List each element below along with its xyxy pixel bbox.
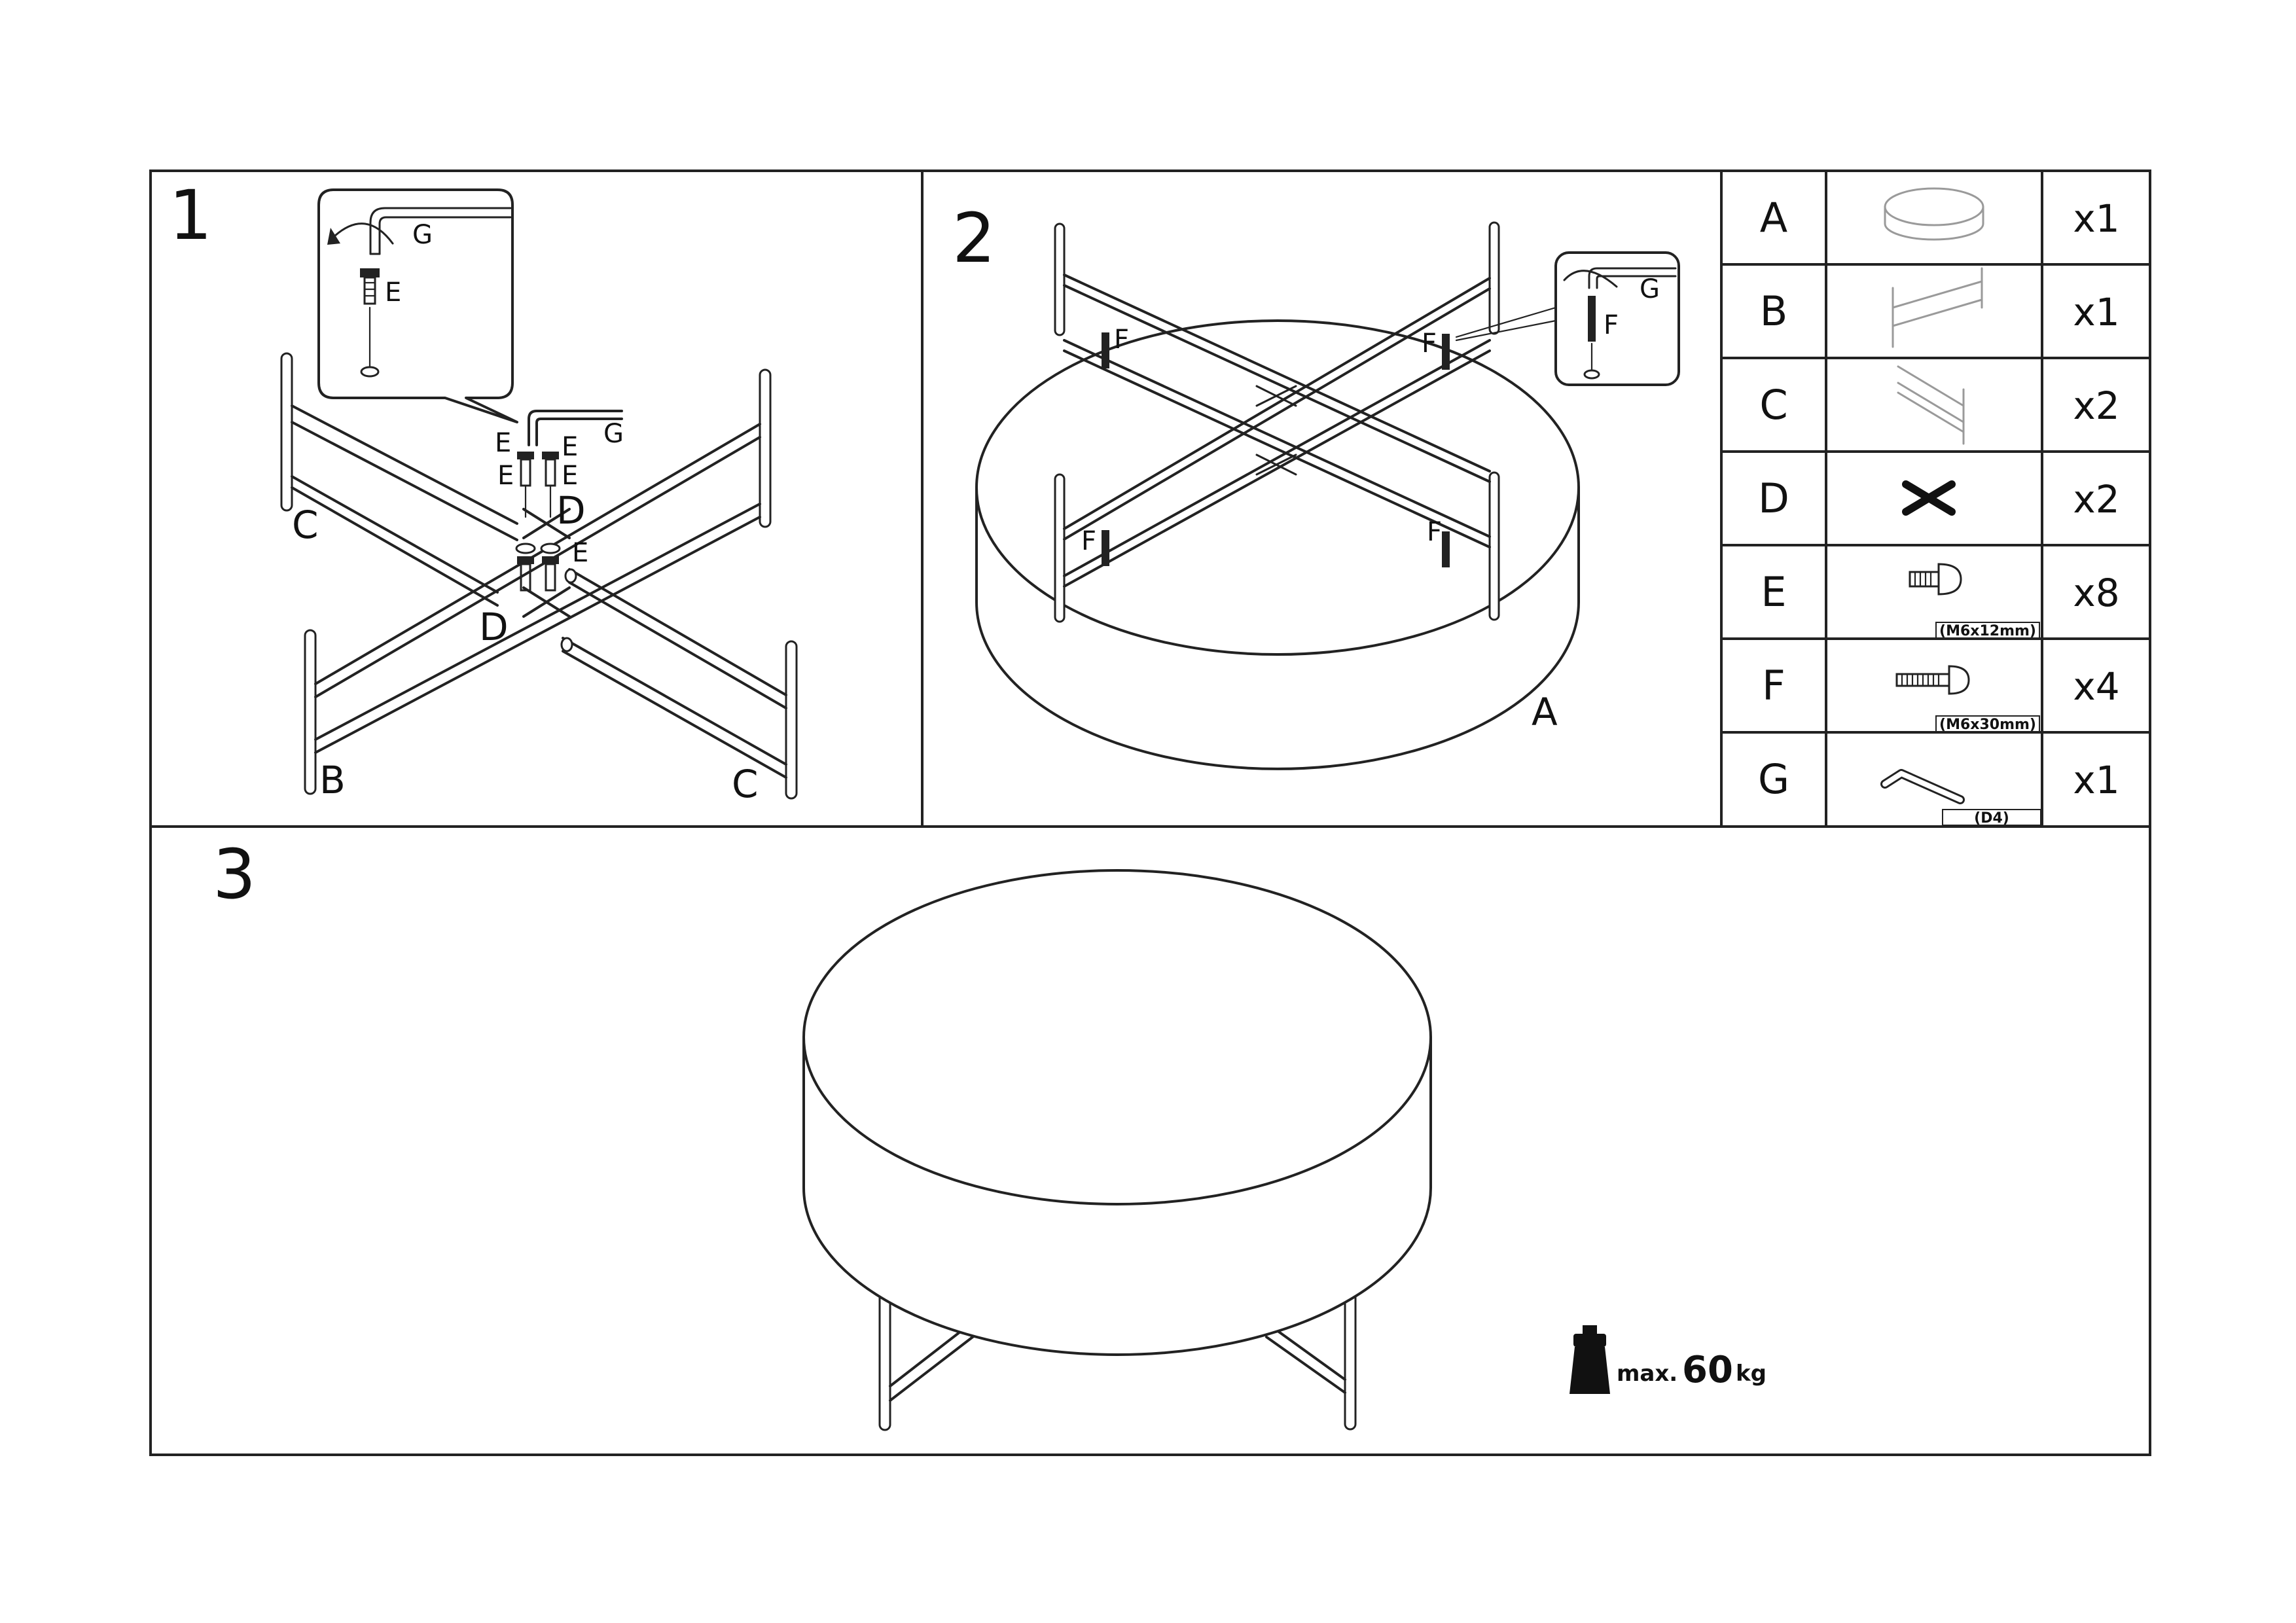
leg-frame (280, 352, 798, 800)
parts-row-g: G (D4) x1 (1758, 755, 2120, 827)
parts-row-a: A x1 (1760, 187, 2120, 241)
max-load-value: 60 (1682, 1349, 1733, 1391)
part-letter: F (1762, 662, 1785, 709)
panel-frame (149, 169, 2151, 1456)
part-quantity: x1 (2073, 290, 2119, 334)
label-g: G (412, 220, 433, 250)
hole-icon (360, 366, 380, 378)
label-e: E (495, 428, 511, 458)
bolt-stack-e (515, 452, 561, 592)
step-3-panel: 3 max. 60 kg (213, 834, 1767, 1431)
bolt-f-icon (1588, 296, 1596, 342)
label-e: E (562, 461, 578, 491)
round-tabletop-icon (1884, 187, 1984, 241)
part-letter: D (1758, 474, 1789, 522)
weight-icon (1570, 1325, 1610, 1394)
cross-connector-icon (1902, 480, 1956, 516)
allen-key-icon (1588, 267, 1677, 289)
part-quantity: x4 (2073, 664, 2119, 709)
label-f: F (1604, 310, 1619, 340)
step-1-detail-callout: G E (317, 188, 518, 423)
label-g: G (603, 419, 624, 449)
label-f: F (1427, 517, 1442, 547)
parts-row-f: F (M6x30mm) x4 (1762, 662, 2120, 733)
label-g: G (1640, 274, 1660, 304)
leg-frame-icon (1892, 267, 1983, 348)
part-letter: E (1761, 568, 1786, 616)
allen-key-icon (1880, 769, 1965, 804)
label-f: F (1114, 325, 1129, 355)
label-c: C (292, 503, 319, 547)
part-letter: G (1758, 755, 1789, 803)
label-c: C (732, 762, 759, 806)
arrow-head-icon (327, 228, 340, 245)
long-bolt-icon (1895, 665, 1970, 695)
label-e: E (385, 277, 401, 308)
part-letter: A (1760, 194, 1787, 241)
step-number: 2 (952, 198, 996, 278)
size-tag: (D4) (1942, 809, 2041, 827)
part-quantity: x2 (2073, 383, 2119, 428)
label-e: E (572, 538, 588, 568)
label-b: B (319, 758, 346, 802)
part-letter: B (1760, 287, 1788, 335)
hole-icon (1583, 369, 1600, 380)
label-f: F (1422, 329, 1437, 359)
label-e: E (497, 461, 514, 491)
label-d: D (479, 605, 509, 649)
leg-frame (1054, 221, 1500, 623)
rotate-arrow-icon (1563, 270, 1618, 288)
step-number: 3 (213, 834, 256, 914)
parts-row-e: E (M6x12mm) x8 (1761, 563, 2120, 639)
label-d: D (556, 488, 586, 533)
parts-row-d: D x2 (1758, 474, 2119, 522)
svg-text:(D4): (D4) (1974, 810, 2009, 827)
step-2-detail-callout: G F (1455, 251, 1680, 386)
part-letter: C (1759, 381, 1787, 429)
rotate-arrow-icon (334, 223, 394, 245)
size-tag: (M6x30mm) (1935, 715, 2040, 733)
part-quantity: x1 (2073, 196, 2119, 241)
half-leg-frame-icon (1897, 365, 1965, 445)
part-quantity: x2 (2073, 477, 2119, 522)
step-number: 1 (169, 175, 212, 255)
step-2-panel: 2 F (952, 198, 1680, 770)
part-quantity: x8 (2073, 571, 2119, 615)
svg-text:(M6x30mm): (M6x30mm) (1939, 717, 2036, 733)
parts-row-b: B x1 (1760, 267, 2120, 348)
parts-table: A x1 B x1 C (1721, 171, 2150, 827)
label-f: F (1081, 526, 1096, 556)
max-load-label: max. (1617, 1361, 1677, 1387)
max-load-unit: kg (1736, 1361, 1767, 1387)
label-a: A (1532, 690, 1558, 734)
cross-connector-d (522, 508, 571, 618)
allen-key-icon (369, 207, 512, 255)
parts-row-c: C x2 (1759, 365, 2120, 445)
assembled-table (802, 869, 1432, 1431)
tabletop-a (975, 319, 1580, 770)
short-bolt-icon (1909, 563, 1962, 596)
label-e: E (562, 432, 578, 462)
size-tag: (M6x12mm) (1935, 622, 2040, 639)
allen-key-icon (528, 410, 623, 446)
bolt-e-icon (360, 268, 380, 305)
step-1-panel: 1 G E (169, 175, 798, 806)
part-quantity: x1 (2073, 758, 2119, 802)
bolts-f (1102, 332, 1450, 567)
max-load-indicator: max. 60 kg (1570, 1325, 1767, 1394)
svg-text:(M6x12mm): (M6x12mm) (1939, 623, 2036, 639)
